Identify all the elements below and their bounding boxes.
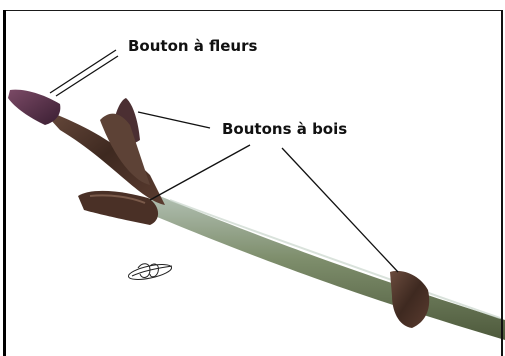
flower-bud bbox=[8, 90, 60, 125]
frame-border-right bbox=[501, 10, 503, 356]
stem-highlight bbox=[170, 200, 500, 318]
leader-line-wood-1 bbox=[138, 112, 210, 128]
signature-scribble bbox=[127, 262, 173, 283]
leader-line-flower-1 bbox=[50, 50, 116, 93]
frame-border-top bbox=[3, 10, 503, 11]
flower-bud-label: Bouton à fleurs bbox=[128, 37, 257, 55]
frame-border-left bbox=[3, 10, 6, 356]
leader-line-wood-2 bbox=[150, 145, 250, 200]
wood-buds-label: Boutons à bois bbox=[222, 120, 347, 138]
main-stem bbox=[145, 192, 505, 340]
leader-line-flower-2 bbox=[56, 56, 118, 96]
node-wood-bud bbox=[390, 271, 429, 328]
